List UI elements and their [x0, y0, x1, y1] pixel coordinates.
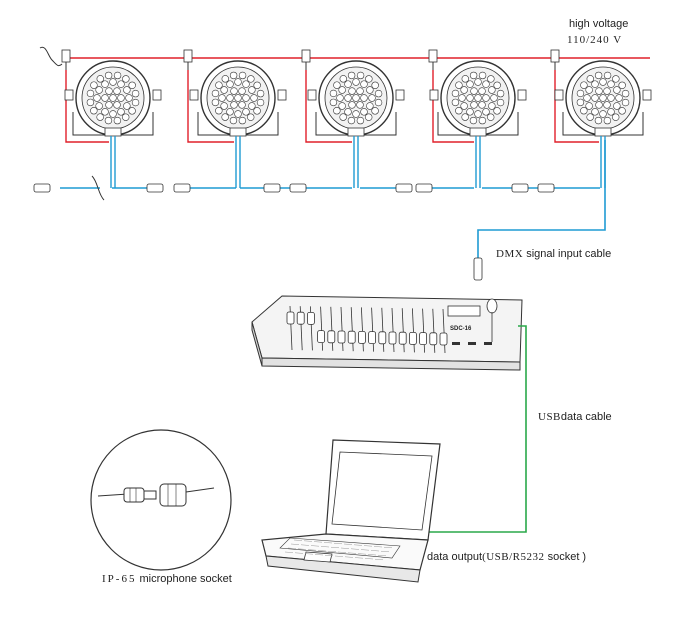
laptop	[261, 439, 441, 583]
dmx-label-suffix: signal input cable	[523, 248, 612, 260]
dmx-label: DMX signal input cable	[496, 248, 611, 260]
power-cable-break	[39, 46, 63, 67]
par-light-3	[301, 49, 405, 188]
par-light-1	[61, 49, 162, 188]
ip65-connector-detail	[90, 429, 232, 571]
dmx-input-connector	[473, 257, 483, 281]
par-light-4	[428, 49, 527, 188]
ip65-label: IP-65 microphone socket	[102, 573, 232, 585]
data-output-c: socket )	[544, 551, 587, 563]
data-output-label: data output(USB/R5232 socket )	[427, 551, 586, 563]
usb-label: USBdata cable	[538, 411, 612, 423]
data-output-a: data output	[427, 551, 483, 563]
high-voltage-label: high voltage	[569, 18, 629, 30]
ip65-label-prefix: IP-65	[102, 573, 137, 585]
par-light-2	[183, 49, 287, 188]
controller-model-label: SDC-16	[450, 326, 472, 332]
data-output-b: (USB/R5232	[482, 551, 545, 563]
dmx-controller	[251, 295, 523, 371]
voltage-value-label: 110/240 V	[567, 34, 623, 46]
usb-label-suffix: data cable	[560, 411, 612, 423]
ip65-label-suffix: microphone socket	[136, 573, 232, 585]
dmx-input-cable	[477, 140, 606, 260]
usb-data-cable	[425, 325, 527, 533]
dmx-label-prefix: DMX	[496, 248, 524, 260]
par-light-5	[550, 49, 652, 188]
dmx-daisy-chain	[33, 175, 600, 201]
usb-label-prefix: USB	[538, 411, 561, 423]
